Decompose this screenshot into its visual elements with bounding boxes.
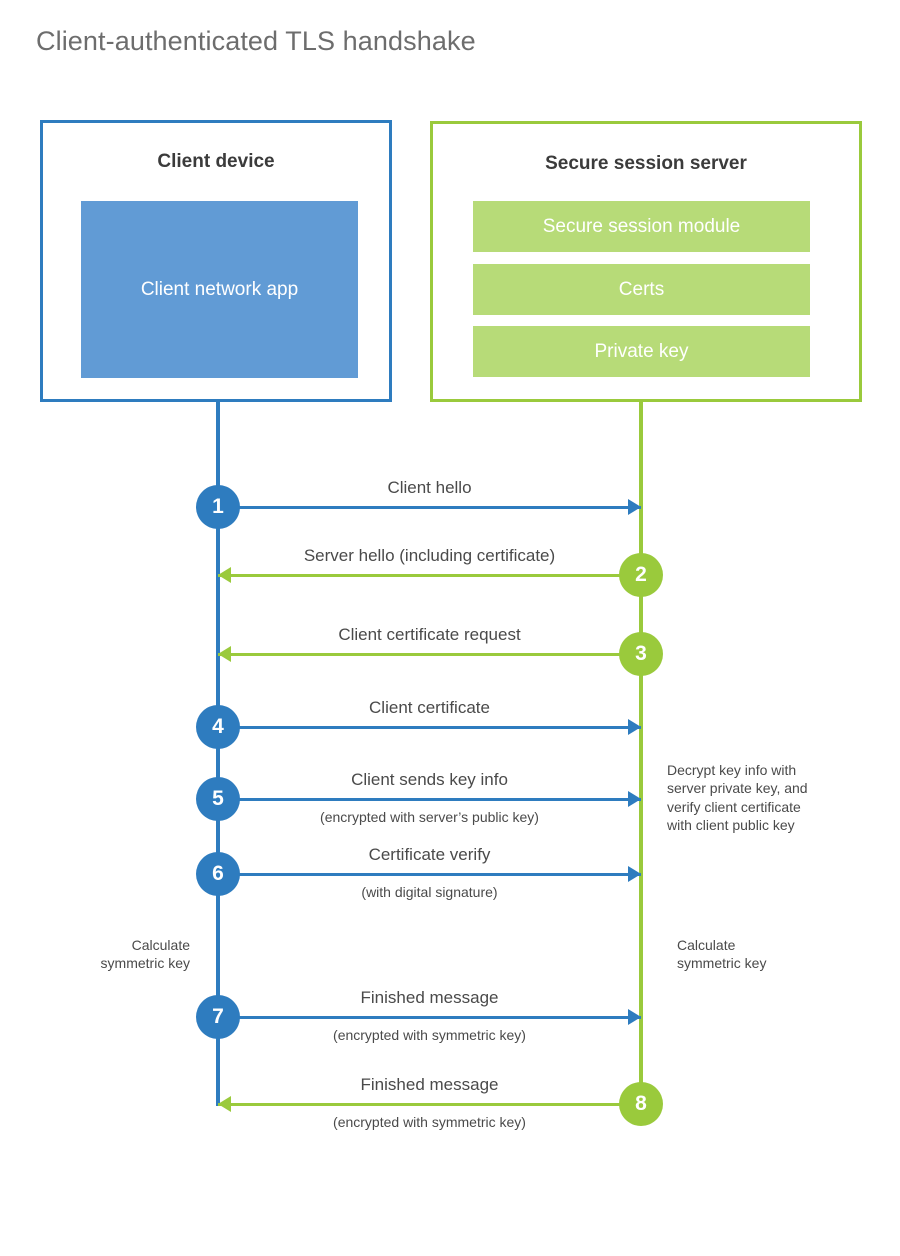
client-device-title: Client device <box>157 151 275 172</box>
message-label-6: Certificate verify <box>368 845 491 864</box>
message-label-7: Finished message <box>360 988 499 1007</box>
message-line-6 <box>218 873 641 876</box>
message-line-8 <box>218 1103 641 1106</box>
note-server-calculate-symmetric-key: Calculate symmetric key <box>677 937 767 972</box>
page-title: Client-authenticated TLS handshake <box>36 26 476 56</box>
message-label-2: Server hello (including certificate) <box>303 546 556 565</box>
message-line-3 <box>218 653 641 656</box>
message-label-3: Client certificate request <box>338 625 521 644</box>
step-circle-5[interactable]: 5 <box>196 777 240 821</box>
message-label-5: Client sends key info <box>351 770 508 789</box>
message-label-1: Client hello <box>387 478 472 497</box>
server-lifeline <box>639 402 643 1106</box>
message-label-4: Client certificate <box>369 698 490 717</box>
step-circle-1[interactable]: 1 <box>196 485 240 529</box>
step-circle-4[interactable]: 4 <box>196 705 240 749</box>
message-sublabel-6: (with digital signature) <box>361 884 498 900</box>
secure-session-server-title: Secure session server <box>545 153 747 174</box>
arrowhead-icon-3 <box>218 646 231 662</box>
arrowhead-icon-1 <box>628 499 641 515</box>
server-component-private-key: Private key <box>473 326 810 377</box>
arrowhead-icon-4 <box>628 719 641 735</box>
message-label-8: Finished message <box>360 1075 499 1094</box>
arrowhead-icon-5 <box>628 791 641 807</box>
step-circle-6[interactable]: 6 <box>196 852 240 896</box>
secure-session-server-box: Secure session server Secure session mod… <box>430 121 862 402</box>
server-component-certs: Certs <box>473 264 810 315</box>
client-network-app-box: Client network app <box>81 201 358 378</box>
client-device-box: Client device Client network app <box>40 120 392 402</box>
step-circle-3[interactable]: 3 <box>619 632 663 676</box>
message-sublabel-5: (encrypted with server’s public key) <box>320 809 539 825</box>
arrowhead-icon-8 <box>218 1096 231 1112</box>
message-line-2 <box>218 574 641 577</box>
message-line-4 <box>218 726 641 729</box>
message-line-5 <box>218 798 641 801</box>
message-line-1 <box>218 506 641 509</box>
step-circle-2[interactable]: 2 <box>619 553 663 597</box>
client-lifeline <box>216 402 220 1106</box>
arrowhead-icon-2 <box>218 567 231 583</box>
arrowhead-icon-7 <box>628 1009 641 1025</box>
note-client-calculate-symmetric-key: Calculate symmetric key <box>100 937 190 972</box>
arrowhead-icon-6 <box>628 866 641 882</box>
server-component-secure-session-module: Secure session module <box>473 201 810 252</box>
message-sublabel-8: (encrypted with symmetric key) <box>333 1114 526 1130</box>
message-sublabel-7: (encrypted with symmetric key) <box>333 1027 526 1043</box>
step-circle-7[interactable]: 7 <box>196 995 240 1039</box>
step-circle-8[interactable]: 8 <box>619 1082 663 1126</box>
note-server-decrypt: Decrypt key info with server private key… <box>667 762 808 834</box>
message-line-7 <box>218 1016 641 1019</box>
